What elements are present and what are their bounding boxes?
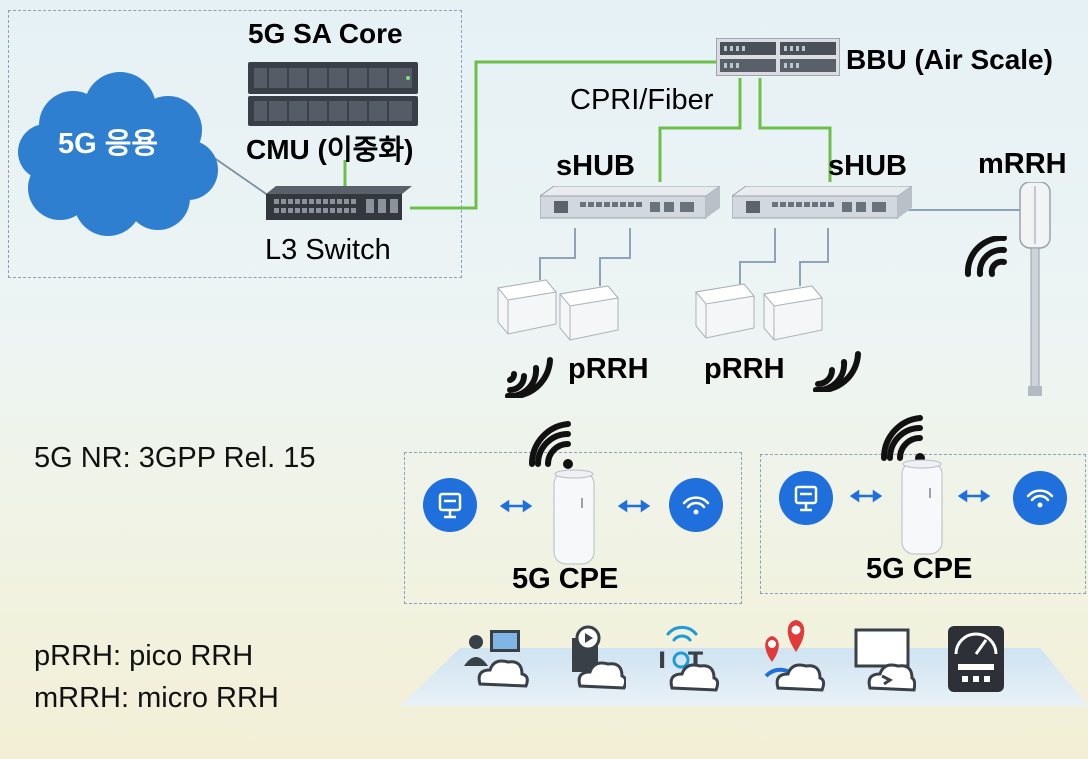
link-shub-prrh-3 (739, 228, 776, 284)
core-region (8, 10, 462, 278)
cloud-label: 5G 응용 (58, 128, 159, 160)
link-cloud-switch (209, 154, 273, 199)
shub-left-label: sHUB (556, 150, 635, 182)
prrh-left-signal-icon (505, 357, 553, 398)
prrh-unit-3 (695, 283, 755, 339)
gauge-device-icon (948, 626, 1004, 692)
core-label: 5G SA Core (248, 18, 403, 49)
location-cloud-icon (764, 620, 826, 692)
note-nr: 5G NR: 3GPP Rel. 15 (34, 442, 316, 474)
link-shub-prrh-1 (539, 228, 576, 280)
prrh-unit-1 (497, 279, 557, 335)
link-shub-prrh-4 (799, 228, 829, 286)
cpe-left-router (553, 469, 595, 565)
link-shub-prrh-2 (599, 228, 631, 286)
note-mrrh: mRRH: micro RRH (34, 682, 279, 714)
core-server (248, 62, 418, 94)
cpe-right-arrows (850, 489, 991, 503)
mrrh-signal-icon (964, 236, 1007, 277)
media-cloud-icon (572, 625, 626, 690)
cpe-right-wifi-icon (1013, 471, 1067, 525)
cmu-server (248, 96, 418, 126)
link-bbu-shub-right (758, 78, 832, 182)
bbu-unit (716, 38, 840, 76)
mrrh-tower (1019, 182, 1051, 396)
svg-text:I: I (658, 649, 666, 674)
prrh-left-label: pRRH (568, 353, 649, 385)
cpe-right-router (901, 459, 943, 555)
shub-left (540, 186, 720, 219)
note-prrh: pRRH: pico RRH (34, 640, 254, 672)
l3-switch (266, 186, 412, 220)
iot-cloud-icon: I T (658, 625, 720, 692)
application-cloud (18, 72, 218, 236)
cpe-right-signal-icon (880, 415, 925, 463)
switch-label: L3 Switch (265, 234, 391, 266)
prrh-right-label: pRRH (704, 353, 785, 385)
monitor-person-cloud-icon (464, 630, 529, 688)
link-bbu-shub-left (658, 78, 742, 182)
bbu-label: BBU (Air Scale) (846, 44, 1053, 75)
prrh-right-signal-icon (813, 351, 861, 392)
screen-cloud-icon (854, 628, 916, 692)
cpe-left-wifi-icon (669, 478, 723, 532)
cpri-label: CPRI/Fiber (570, 84, 714, 116)
prrh-unit-4 (763, 285, 823, 341)
cpe-left-region (404, 452, 742, 604)
cmu-label: CMU (이중화) (246, 134, 414, 165)
cpe-left-signal-icon (528, 421, 573, 469)
shub-right (732, 186, 912, 219)
link-switch-bbu (410, 60, 718, 210)
mrrh-label: mRRH (978, 148, 1067, 180)
cpe-right-label: 5G CPE (866, 553, 973, 585)
shub-right-label: sHUB (828, 150, 907, 182)
cpe-left-arrows (500, 499, 651, 513)
cpe-left-ethernet-icon (423, 478, 477, 532)
cpe-right-ethernet-icon (779, 471, 833, 525)
prrh-unit-2 (559, 285, 619, 341)
cpe-left-label: 5G CPE (512, 563, 619, 595)
